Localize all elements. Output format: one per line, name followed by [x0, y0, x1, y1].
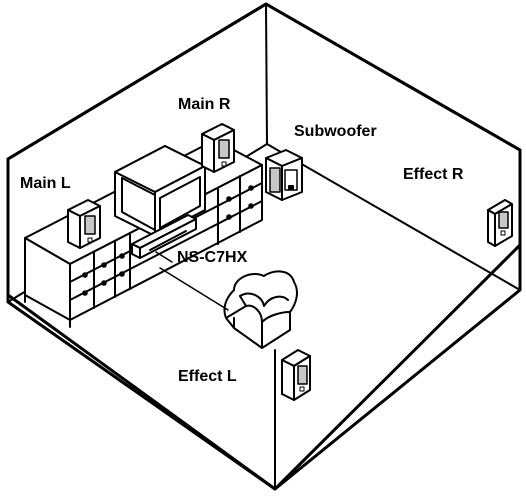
label-main-r: Main R [178, 96, 231, 113]
center-speaker [131, 214, 197, 259]
effect-r-speaker [487, 199, 513, 247]
armchair [223, 270, 298, 349]
effect-l-speaker [281, 349, 311, 401]
leader-lines [155, 251, 229, 311]
label-effect-l: Effect L [178, 368, 237, 385]
main-l-speaker [67, 199, 101, 249]
label-center: NS-C7HX [177, 249, 248, 266]
label-effect-r: Effect R [403, 166, 464, 183]
main-r-speaker [201, 123, 235, 173]
label-subwoofer: Subwoofer [294, 123, 377, 140]
label-main-l: Main L [20, 175, 71, 192]
subwoofer-speaker [265, 149, 303, 201]
tv-set [114, 145, 206, 237]
